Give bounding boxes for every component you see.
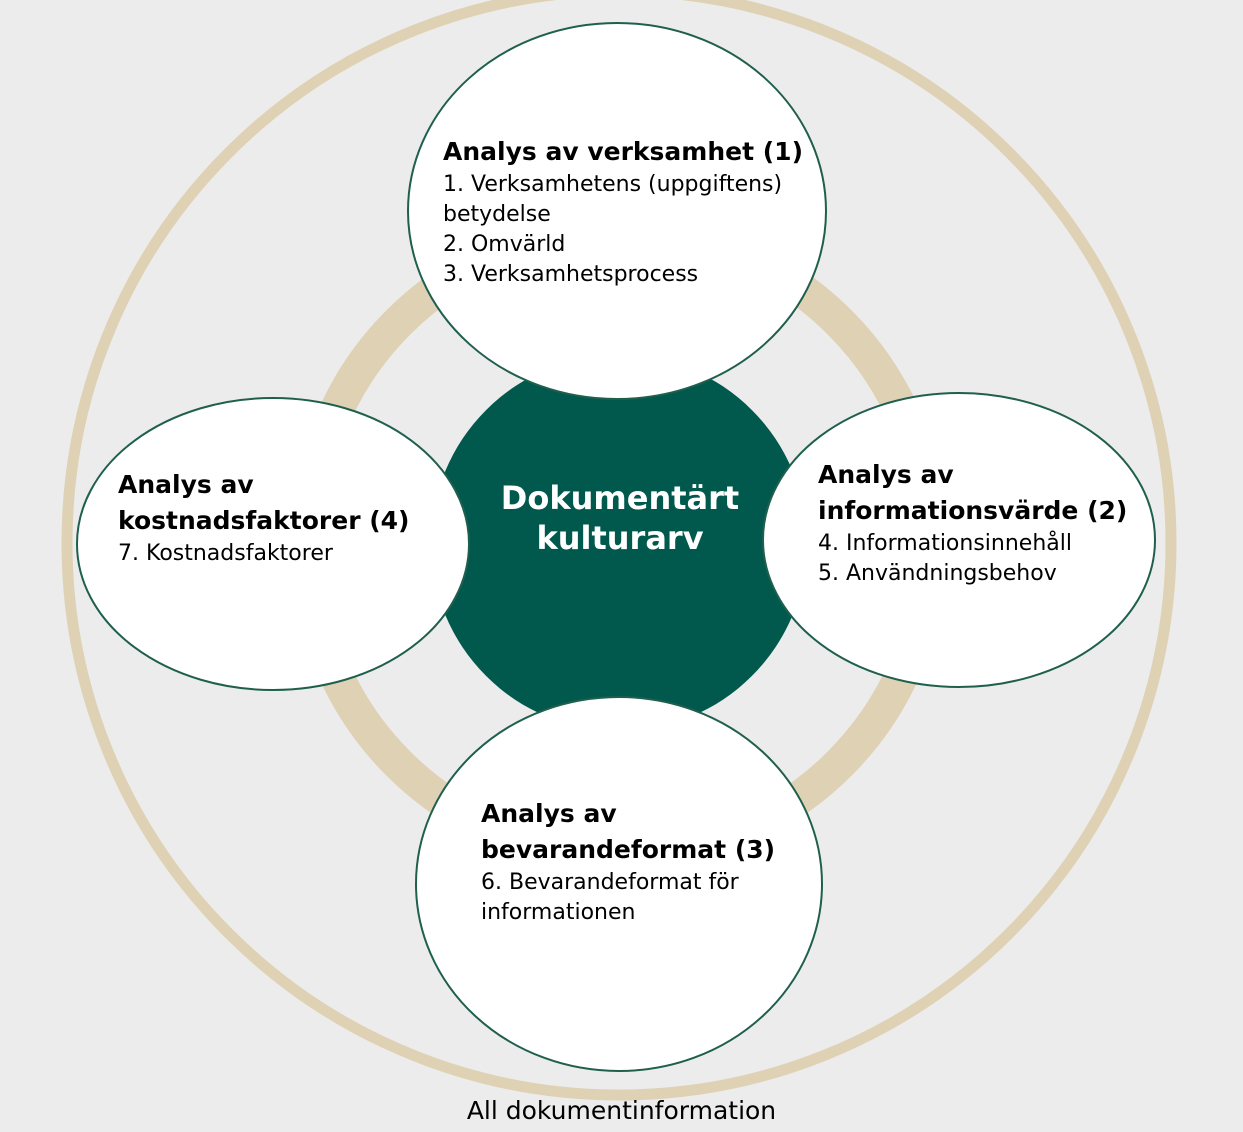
node-verksamhet-shape [407,22,827,400]
node-bevarandeformat: Analys av bevarandeformat (3) 6. Bevaran… [481,796,775,928]
node-informationsvarde: Analys av informationsvärde (2) 4. Infor… [818,457,1127,589]
node-informationsvarde-title-line1: Analys av [818,460,954,489]
node-verksamhet-title: Analys av verksamhet (1) [443,137,803,166]
node-bevarandeformat-title-line1: Analys av [481,799,617,828]
node-kostnadsfaktorer-item: 7. Kostnadsfaktorer [118,541,333,566]
node-verksamhet-item: 2. Omvärld [443,232,566,257]
node-verksamhet: Analys av verksamhet (1) 1. Verksamheten… [443,134,803,290]
node-kostnadsfaktorer-title-line2: kostnadsfaktorer (4) [118,506,410,535]
node-verksamhet-item: 3. Verksamhetsprocess [443,262,699,287]
outer-ring [61,0,1177,1101]
node-informationsvarde-shape [762,392,1156,688]
node-informationsvarde-item: 5. Användningsbehov [818,561,1057,586]
node-informationsvarde-title-line2: informationsvärde (2) [818,496,1128,525]
node-verksamhet-item: 1. Verksamhetens (uppgiftens) [443,172,783,197]
node-verksamhet-item: betydelse [443,202,551,227]
node-informationsvarde-item: 4. Informationsinnehåll [818,531,1072,556]
center-label: Dokumentärt kulturarv [500,479,740,557]
node-bevarandeformat-item: informationen [481,900,636,925]
node-kostnadsfaktorer-shape [76,397,470,691]
outer-caption: All dokumentinformation [466,1096,777,1125]
node-bevarandeformat-shape [415,696,823,1072]
node-kostnadsfaktorer-title-line1: Analys av [118,470,254,499]
node-bevarandeformat-item: 6. Bevarandeformat för [481,870,739,895]
node-bevarandeformat-title-line2: bevarandeformat (3) [481,835,776,864]
center-circle [431,355,807,731]
node-kostnadsfaktorer: Analys av kostnadsfaktorer (4) 7. Kostna… [118,467,409,569]
